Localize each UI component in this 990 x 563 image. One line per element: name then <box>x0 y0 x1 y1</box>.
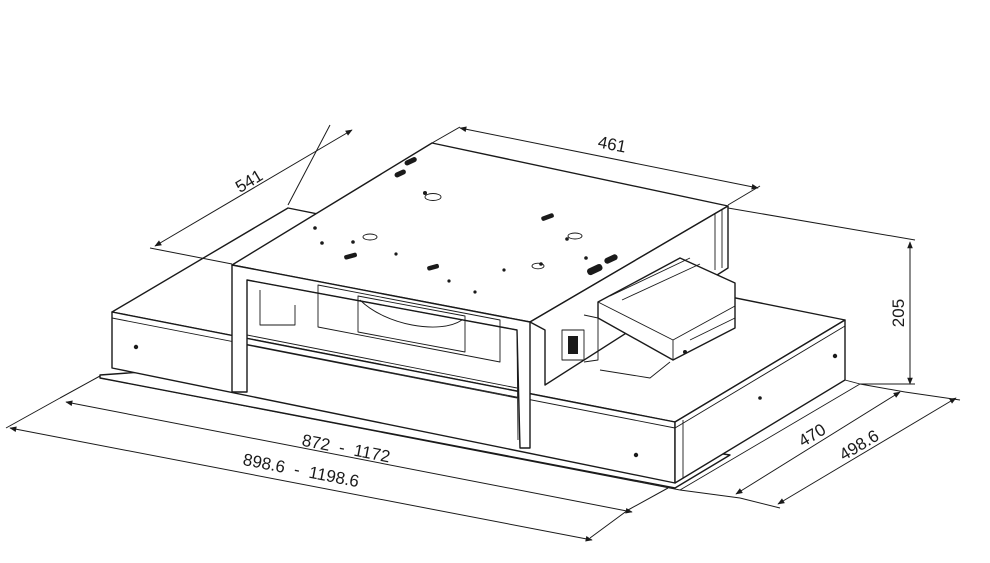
dim-line-width-outer <box>9 426 593 542</box>
label-depth-outer: 498.6 <box>836 426 882 464</box>
dim-line-depth-top <box>154 129 353 247</box>
electrical-box <box>561 257 736 379</box>
label-width-inner: 872 - 1172 <box>300 431 391 467</box>
dim-line-width-top <box>459 126 759 190</box>
label-depth-top: 541 <box>232 166 266 197</box>
label-height: 205 <box>889 299 908 327</box>
dimensions <box>5 124 961 542</box>
dim-line-depth-outer <box>777 397 957 505</box>
label-depth-inner: 470 <box>795 420 829 451</box>
label-width-top: 461 <box>596 133 627 157</box>
